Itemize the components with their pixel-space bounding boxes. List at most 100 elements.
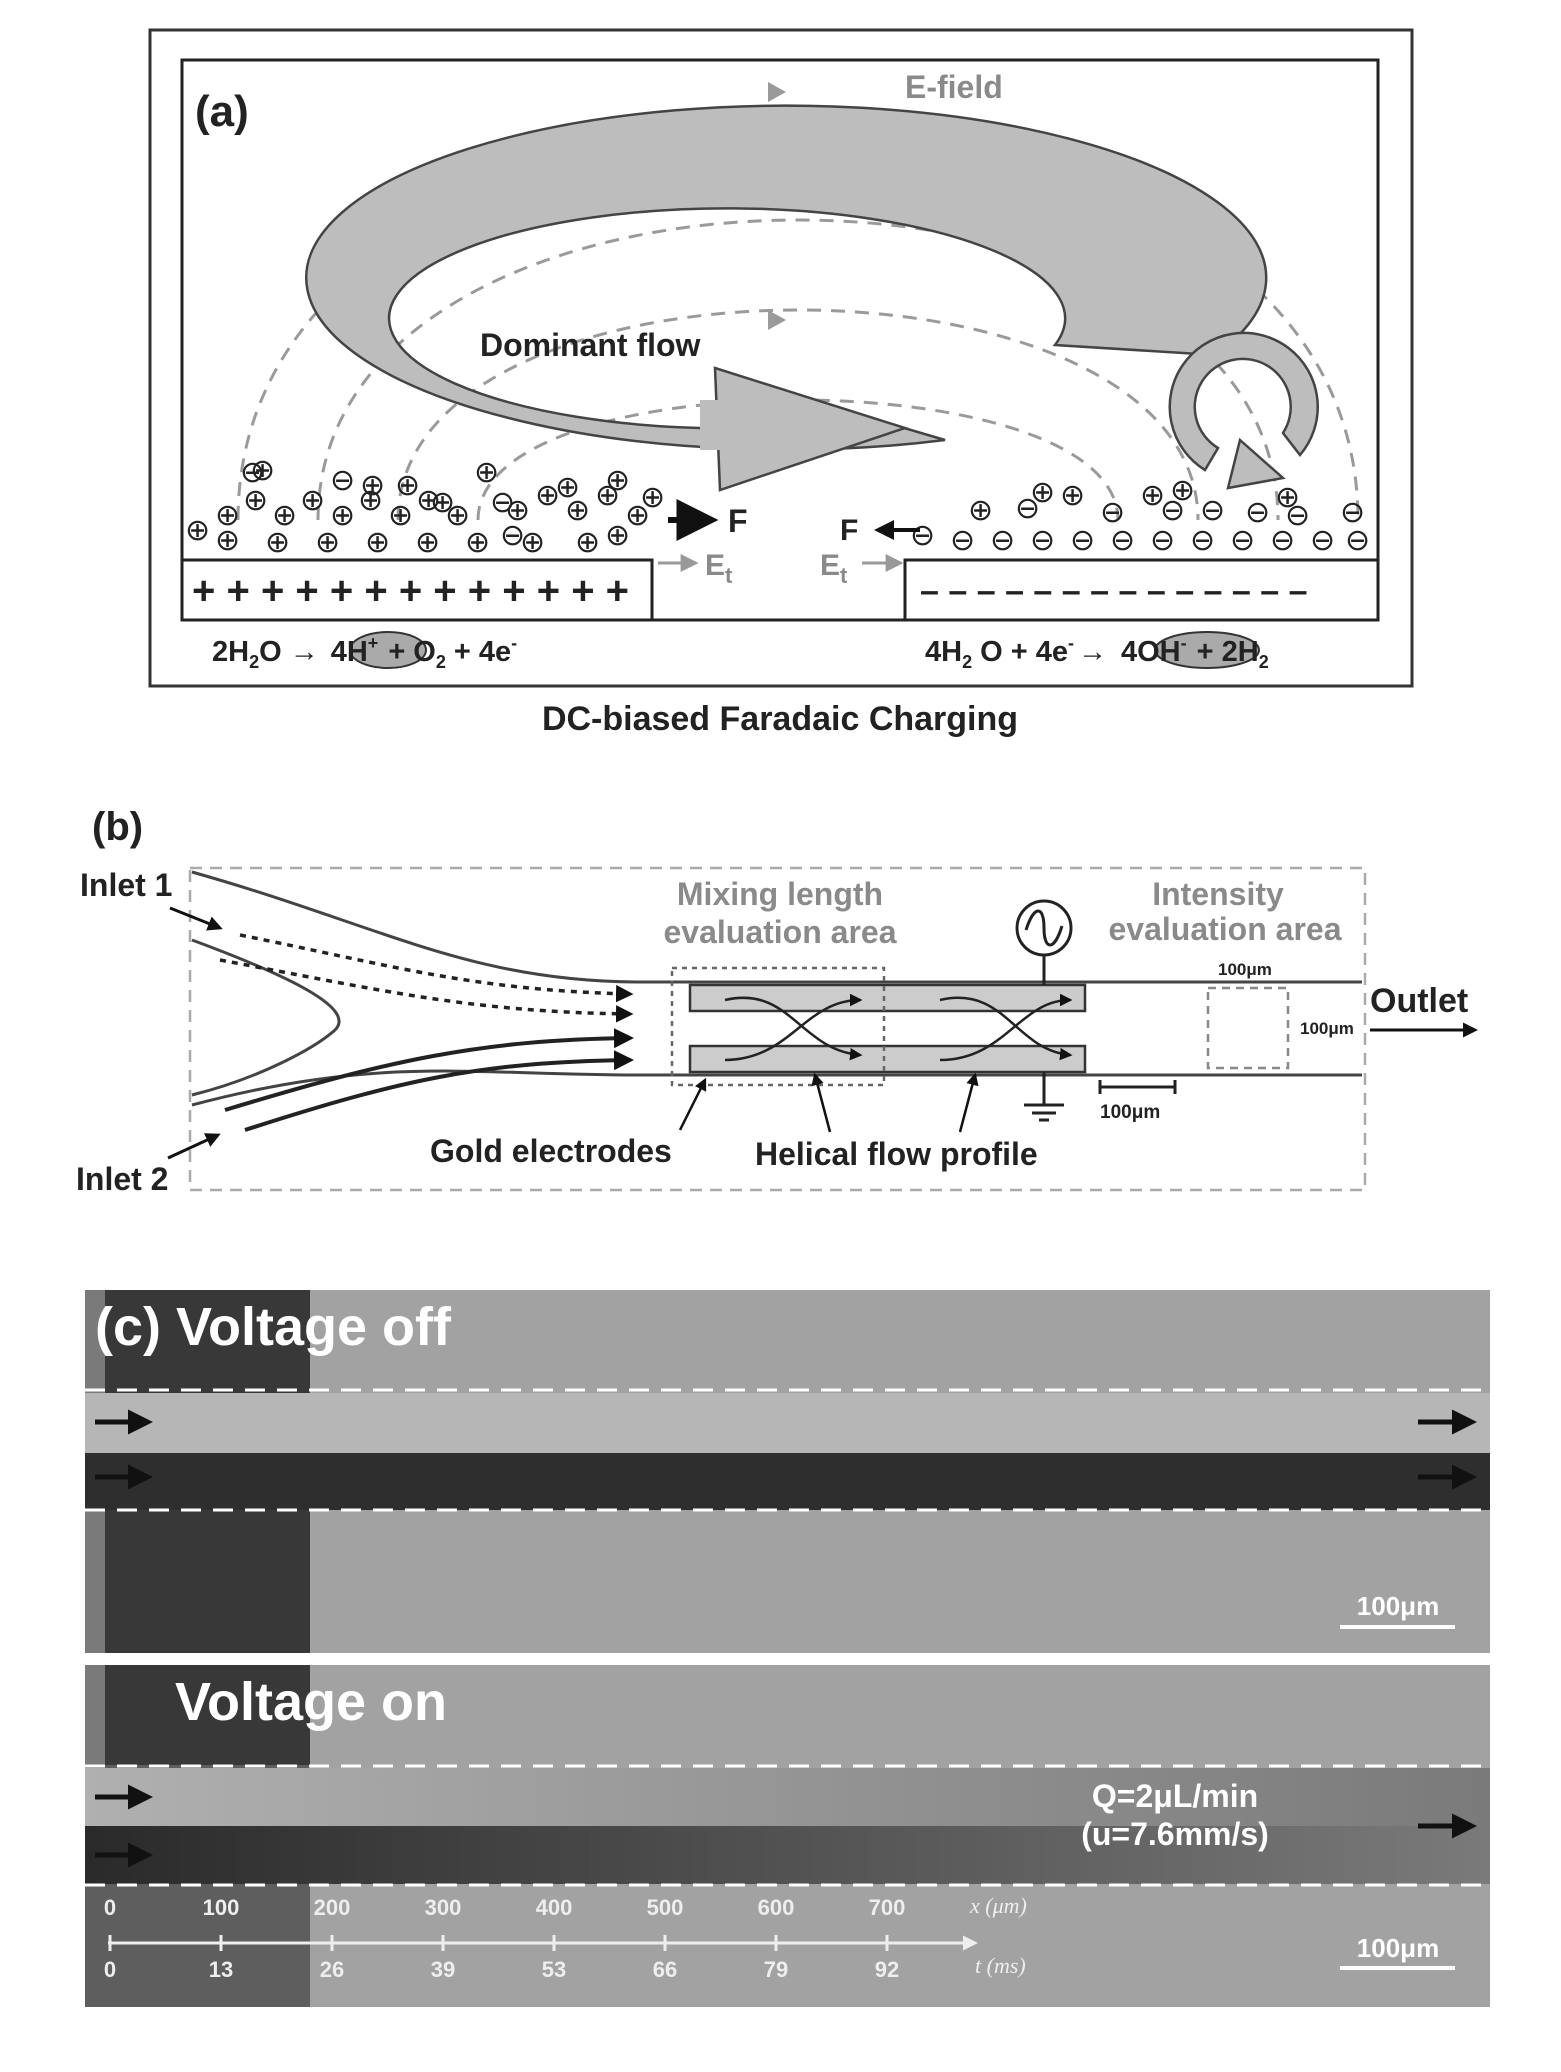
et-label-right: Et (820, 549, 848, 588)
t-tick-label: 53 (542, 1957, 566, 1982)
x-tick-label: 300 (425, 1895, 462, 1920)
svg-text:⊕: ⊕ (595, 478, 620, 513)
cathode-electrode (903, 558, 1380, 622)
t-tick-label: 26 (320, 1957, 344, 1982)
t-tick-label: 79 (764, 1957, 788, 1982)
ground-icon (1024, 1103, 1064, 1122)
cathode-signs: – – – – – – – – – – – – – – (920, 572, 1308, 610)
svg-text:⊕: ⊕ (1140, 478, 1165, 513)
voltage-off-title: (c) Voltage off (95, 1297, 452, 1357)
flow-velocity-label: (u=7.6mm/s) (1081, 1816, 1269, 1852)
svg-text:⊕: ⊕ (388, 498, 413, 533)
svg-text:⊕: ⊕ (640, 480, 665, 515)
h-plus-oval (349, 631, 427, 669)
svg-text:⊖: ⊖ (1015, 491, 1040, 526)
svg-text:⊕: ⊕ (215, 498, 240, 533)
svg-text:⊖: ⊖ (1285, 498, 1310, 533)
svg-text:⊕: ⊕ (185, 513, 210, 548)
scale-bar-top-label: 100μm (1357, 1591, 1439, 1621)
panel-b-dashed-frame (188, 866, 1367, 1192)
t-tick-label: 66 (653, 1957, 677, 1982)
t-axis-label: t (ms) (975, 1953, 1026, 1978)
svg-text:⊖: ⊖ (1200, 493, 1225, 528)
svg-text:⊖: ⊖ (1160, 493, 1185, 528)
t-tick-label: 0 (104, 1957, 116, 1982)
svg-text:⊕: ⊕ (360, 468, 385, 503)
svg-text:⊕: ⊕ (968, 493, 993, 528)
svg-text:⊕: ⊕ (358, 483, 383, 518)
oh-minus-oval (1154, 631, 1260, 669)
scale-bottom-label: 100μm (1100, 1102, 1160, 1123)
scale-top-label: 100μm (1218, 960, 1272, 979)
svg-text:⊕: ⊕ (1030, 475, 1055, 510)
scale-bar-bottom-label: 100μm (1357, 1933, 1439, 1963)
outlet-label: Outlet (1370, 982, 1468, 1020)
svg-text:⊖: ⊖ (1245, 495, 1270, 530)
svg-text:⊕: ⊕ (535, 478, 560, 513)
small-vortex-arrow (1168, 331, 1319, 490)
svg-text:⊕: ⊕ (416, 483, 441, 518)
inlet2-streamline-b (244, 1050, 634, 1132)
svg-text:⊕: ⊕ (250, 453, 275, 488)
mixing-label-1: Mixing length (677, 876, 883, 912)
panel-a-label: (a) (195, 87, 249, 136)
panel-c: (c) Voltage off 100μm Voltage on Q=2μL/m… (85, 1290, 1490, 2007)
x-tick-label: 200 (314, 1895, 351, 1920)
sine-wave-icon (1024, 909, 1064, 947)
cations-right: ⊕⊕⊕⊕ ⊕⊕ (968, 473, 1300, 528)
svg-text:⊕: ⊕ (505, 493, 530, 528)
svg-text:⊖: ⊖ (1340, 495, 1365, 530)
panel-b-label: (b) (92, 805, 143, 849)
x-tick-label: 400 (536, 1895, 573, 1920)
svg-text:⊕: ⊕ (272, 498, 297, 533)
svg-text:⊖: ⊖ (1030, 523, 1055, 558)
x-tick-label: 100 (203, 1895, 240, 1920)
svg-text:⊖: ⊖ (1270, 523, 1295, 558)
svg-text:⊕: ⊕ (445, 498, 470, 533)
t-tick-label: 92 (875, 1957, 899, 1982)
x-tick-label: 500 (647, 1895, 684, 1920)
svg-text:⊕: ⊕ (565, 493, 590, 528)
svg-text:⊖: ⊖ (490, 485, 515, 520)
gold-electrode-bottom (688, 1044, 1087, 1074)
flow-rate-label: Q=2μL/min (1092, 1778, 1258, 1814)
svg-text:⊖: ⊖ (950, 523, 975, 558)
mixing-label-2: evaluation area (664, 914, 897, 950)
anions-left: ⊖⊖⊖⊖ (240, 455, 525, 553)
svg-text:⊖: ⊖ (1190, 523, 1215, 558)
et-label-left: Et (705, 549, 733, 588)
inlet2-arrow (167, 1133, 221, 1160)
svg-text:⊕: ⊕ (575, 525, 600, 560)
svg-text:⊖: ⊖ (1070, 523, 1095, 558)
svg-text:⊖: ⊖ (1150, 523, 1175, 558)
svg-text:⊖: ⊖ (500, 518, 525, 553)
svg-text:⊖: ⊖ (330, 463, 355, 498)
panel-a-outer-frame (148, 28, 1414, 688)
svg-text:⊕: ⊕ (265, 525, 290, 560)
svg-text:⊕: ⊕ (1275, 480, 1300, 515)
dominant-flow-label: Dominant flow (480, 327, 701, 363)
x-tick-label: 600 (758, 1895, 795, 1920)
force-label-left: F (728, 503, 748, 539)
dominant-flow-arrow (305, 104, 1268, 492)
x-axis-label: x (μm) (969, 1893, 1027, 1918)
svg-text:⊕: ⊕ (1060, 478, 1085, 513)
voltage-on-title: Voltage on (175, 1672, 447, 1732)
mixing-evaluation-box (670, 966, 886, 1087)
svg-text:⊕: ⊕ (474, 455, 499, 490)
svg-text:⊖: ⊖ (1345, 523, 1370, 558)
svg-text:⊕: ⊕ (415, 525, 440, 560)
svg-text:⊕: ⊕ (330, 498, 355, 533)
cations-left: ⊕⊕⊕⊕ ⊕⊕⊕⊕ ⊕⊕⊕⊕ ⊕⊕⊕⊕ ⊕⊕⊕⊕ ⊕⊕⊕⊕ ⊕⊕⊕⊕ ⊕⊕⊕⊕ (185, 453, 665, 560)
svg-text:⊕: ⊕ (605, 463, 630, 498)
gold-electrodes-pointer (678, 1077, 707, 1131)
panel-a-caption: DC-biased Faradaic Charging (542, 700, 1018, 738)
svg-text:⊕: ⊕ (430, 485, 455, 520)
anions-right: ⊖⊖⊖⊖ ⊖⊖⊖⊖ ⊖⊖⊖⊖ ⊖⊖⊖⊖ ⊖⊖⊖ (910, 491, 1370, 558)
x-tick-label: 700 (869, 1895, 906, 1920)
svg-text:⊕: ⊕ (625, 498, 650, 533)
